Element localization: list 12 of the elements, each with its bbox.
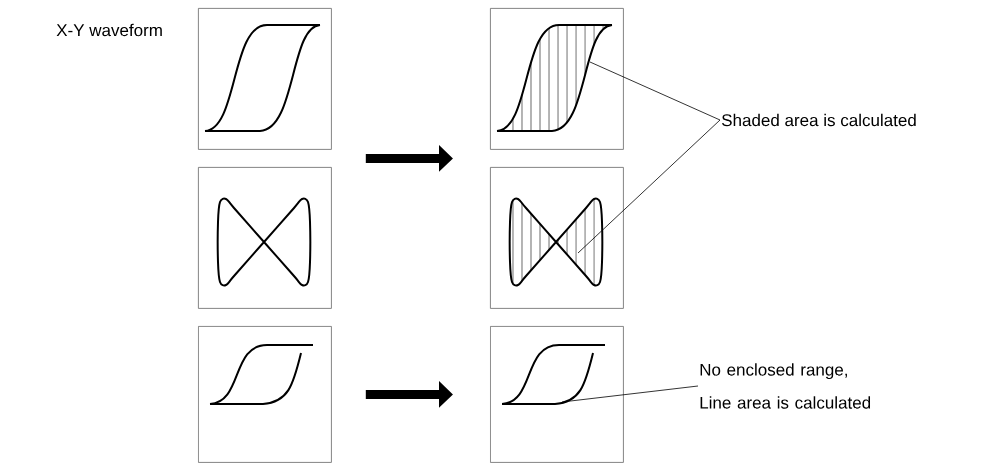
plot-frame bbox=[198, 326, 332, 463]
plot-frame bbox=[490, 8, 624, 150]
plot-frame bbox=[198, 8, 332, 150]
plot-frame bbox=[198, 167, 332, 309]
leader-line bbox=[561, 385, 699, 403]
plot-frame bbox=[490, 326, 624, 463]
leader-line bbox=[589, 61, 721, 121]
callout-text: Shaded area is calculated bbox=[722, 113, 916, 127]
plot-frame bbox=[490, 167, 624, 309]
leader-line bbox=[577, 119, 721, 254]
callout-text: No enclosed range, Line area is calculated bbox=[700, 363, 871, 409]
heading-label: X-Y waveform bbox=[56, 23, 162, 37]
